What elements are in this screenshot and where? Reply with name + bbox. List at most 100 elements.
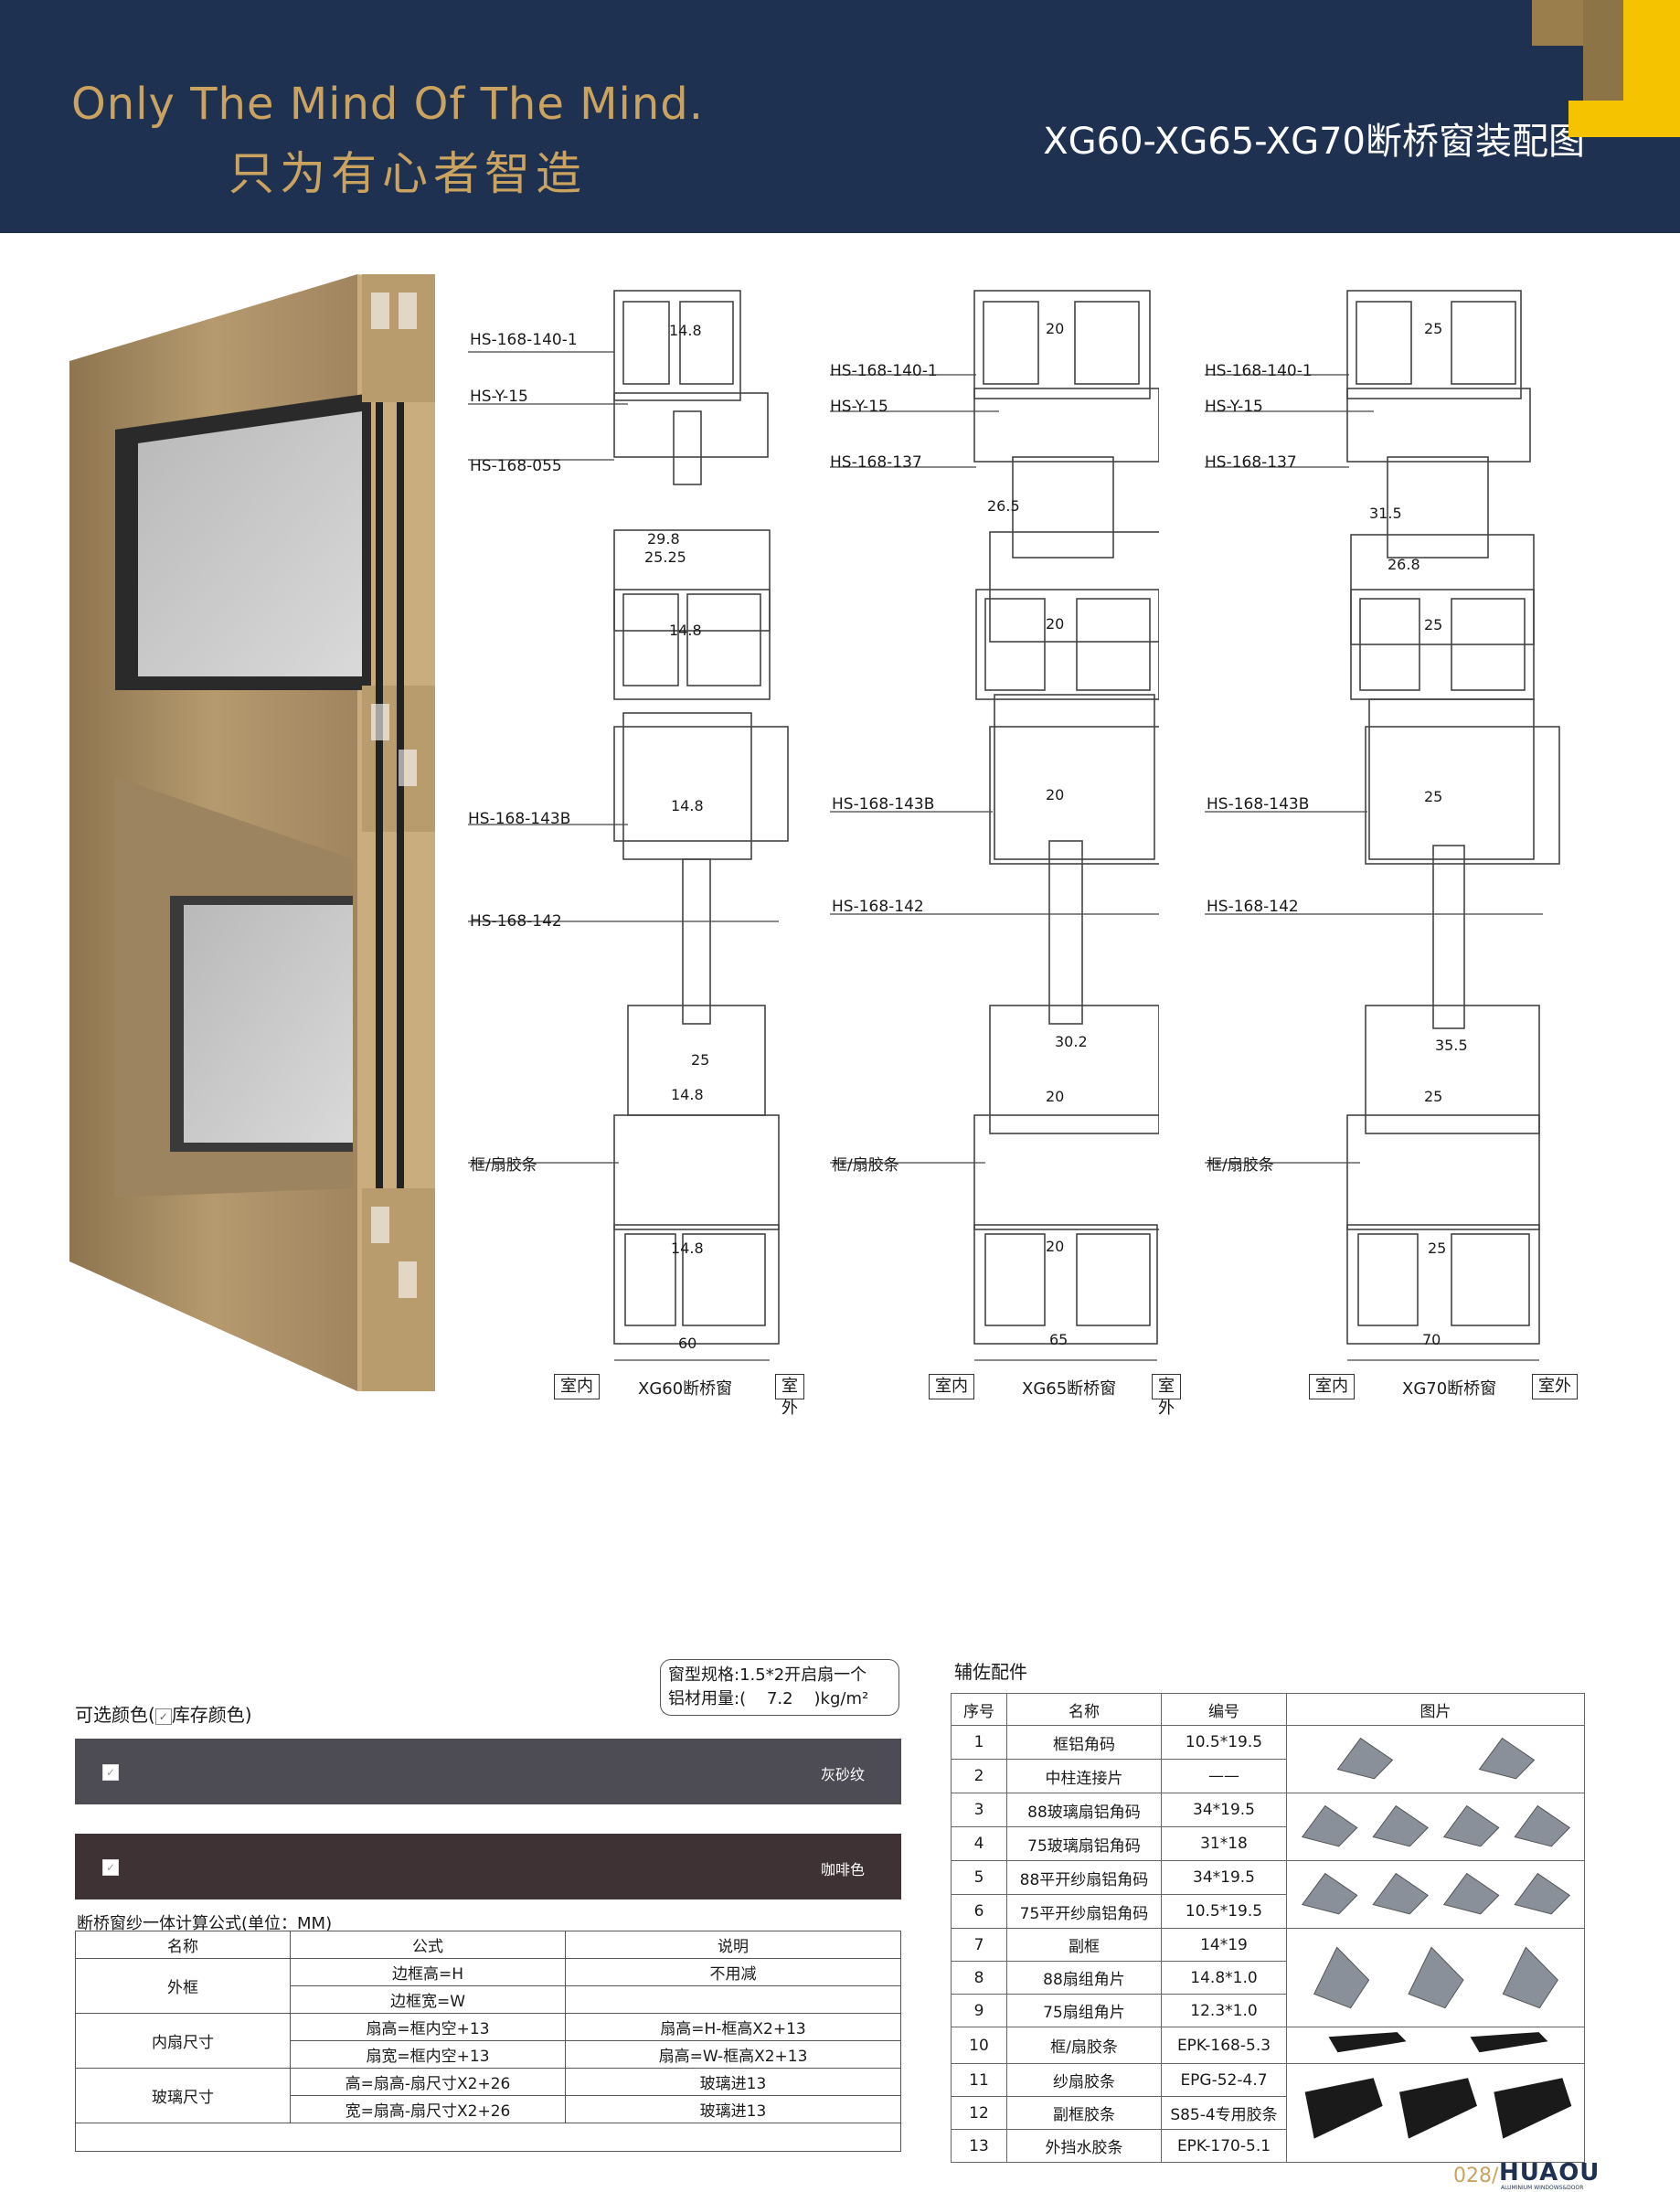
color-swatch-grey-sand[interactable]: ✓ 灰砂纹 — [75, 1739, 901, 1804]
row-index: 5 — [951, 1860, 1007, 1895]
part-code: S85-4专用胶条 — [1161, 2096, 1287, 2130]
dim: 25 — [691, 1051, 710, 1069]
check-icon[interactable]: ✓ — [102, 1764, 119, 1781]
part-picture-cell — [1286, 2027, 1585, 2064]
color-swatch-coffee[interactable]: ✓ 咖啡色 — [75, 1834, 901, 1899]
dim: 25 — [1424, 616, 1443, 633]
part-code: 12.3*1.0 — [1161, 1994, 1287, 2027]
header-cell: 图片 — [1286, 1693, 1585, 1726]
label-hs-y-15: HS-Y-15 — [470, 388, 528, 406]
part-name: 88平开纱扇铝角码 — [1006, 1860, 1162, 1895]
dim: 20 — [1046, 1088, 1065, 1105]
part-name: 75玻璃扇铝角码 — [1006, 1826, 1162, 1861]
dim: 14.8 — [671, 797, 704, 814]
header-banner — [0, 0, 1680, 233]
note-cell: 不用减 — [565, 1958, 901, 1986]
group-name: 玻璃尺寸 — [75, 2068, 291, 2123]
dim: 26.8 — [1388, 556, 1420, 573]
outdoor-tag: 室外 — [1532, 1374, 1578, 1399]
model-caption: XG65断桥窗 — [1022, 1379, 1117, 1399]
brand-subtitle: ALUMINIUM WINDOWS&DOOR — [1501, 2185, 1584, 2191]
part-name: 副框 — [1006, 1928, 1162, 1962]
label-hs-y-15: HS-Y-15 — [1205, 398, 1263, 416]
xg65-section-drawing — [830, 290, 1159, 1361]
label-hs-168-055: HS-168-055 — [470, 457, 562, 475]
label-hs-168-137: HS-168-137 — [1205, 453, 1297, 472]
label-hs-168-142: HS-168-142 — [832, 898, 924, 916]
colors-heading: 可选颜色(✓库存颜色) — [75, 1704, 252, 1726]
header-cell: 公式 — [290, 1931, 566, 1959]
dim: 14.8 — [669, 322, 702, 339]
model-caption: XG60断桥窗 — [638, 1379, 733, 1399]
color-name: 灰砂纹 — [820, 1766, 865, 1783]
header-cell: 名称 — [75, 1931, 291, 1959]
dim: 20 — [1046, 786, 1065, 803]
part-picture-cell — [1286, 1928, 1585, 2027]
slogan-chinese: 只为有心者智造 — [229, 147, 587, 200]
dim: 25 — [1424, 1088, 1443, 1105]
dim: 20 — [1046, 615, 1065, 633]
table-row: 玻璃尺寸 高=扇高-扇尺寸X2+26 玻璃进13 — [75, 2068, 901, 2123]
part-name: 75扇组角片 — [1006, 1994, 1162, 2027]
dim: 14.8 — [669, 622, 702, 639]
part-code: 10.5*19.5 — [1161, 1725, 1287, 1760]
dim: 14.8 — [671, 1086, 704, 1103]
xg70-section-drawing — [1205, 290, 1560, 1361]
model-caption: XG70断桥窗 — [1402, 1379, 1497, 1399]
window-product-photo — [69, 274, 435, 1391]
row-index: 13 — [951, 2129, 1007, 2163]
dim: 35.5 — [1435, 1037, 1468, 1054]
part-code: 10.5*19.5 — [1161, 1894, 1287, 1929]
corner-logo-icon — [1532, 0, 1680, 137]
check-icon: ✓ — [154, 1708, 172, 1725]
part-name: 88扇组角片 — [1006, 1961, 1162, 1995]
group-name: 外框 — [75, 1958, 291, 2014]
table-header-row: 序号 名称 编号 图片 — [951, 1693, 1585, 1726]
page-number: 028/ — [1453, 2165, 1499, 2187]
label-hs-168-143b: HS-168-143B — [468, 810, 571, 828]
header-cell: 名称 — [1006, 1693, 1162, 1726]
part-code: 14*19 — [1161, 1928, 1287, 1962]
dim: 25 — [1428, 1240, 1447, 1257]
header-cell: 编号 — [1161, 1693, 1287, 1726]
part-name: 外挡水胶条 — [1006, 2129, 1162, 2163]
row-index: 1 — [951, 1725, 1007, 1760]
part-name: 框铝角码 — [1006, 1725, 1162, 1760]
table-row: 宽=扇高-扇尺寸X2+26 玻璃进13 — [76, 2095, 901, 2123]
row-index: 8 — [951, 1961, 1007, 1995]
page-title: XG60-XG65-XG70断桥窗装配图 — [1043, 121, 1585, 163]
table-header-row: 名称 公式 说明 — [75, 1931, 901, 1959]
note-cell — [565, 1985, 901, 2014]
part-name: 副框胶条 — [1006, 2096, 1162, 2130]
label-hs-168-143b: HS-168-143B — [1207, 795, 1310, 814]
label-hs-168-140-1: HS-168-140-1 — [830, 362, 938, 380]
slogan-english: Only The Mind Of The Mind. — [71, 79, 704, 130]
dim: 30.2 — [1055, 1033, 1088, 1050]
gasket-strip-icon — [1304, 2078, 1571, 2139]
part-name: 88玻璃扇铝角码 — [1006, 1793, 1162, 1827]
table-row-empty — [75, 2123, 901, 2152]
dim: 70 — [1422, 1331, 1441, 1348]
row-index: 4 — [951, 1826, 1007, 1861]
check-icon[interactable]: ✓ — [102, 1859, 119, 1876]
formula-cell: 扇宽=框内空+13 — [290, 2040, 566, 2069]
part-code: —— — [1161, 1759, 1287, 1793]
label-gasket: 框/扇胶条 — [832, 1156, 899, 1175]
drawing-xg65: HS-168-140-1 HS-Y-15 HS-168-137 HS-168-1… — [830, 274, 1181, 1418]
color-name: 咖啡色 — [820, 1861, 865, 1878]
indoor-tag: 室内 — [1309, 1374, 1355, 1399]
label-hs-168-137: HS-168-137 — [830, 453, 922, 472]
label-hs-y-15: HS-Y-15 — [830, 398, 888, 416]
note-cell: 扇高=W-框高X2+13 — [565, 2040, 901, 2069]
corner-bracket-icon — [1336, 1737, 1535, 1780]
indoor-tag: 室内 — [929, 1374, 974, 1399]
label-hs-168-142: HS-168-142 — [1207, 898, 1299, 916]
